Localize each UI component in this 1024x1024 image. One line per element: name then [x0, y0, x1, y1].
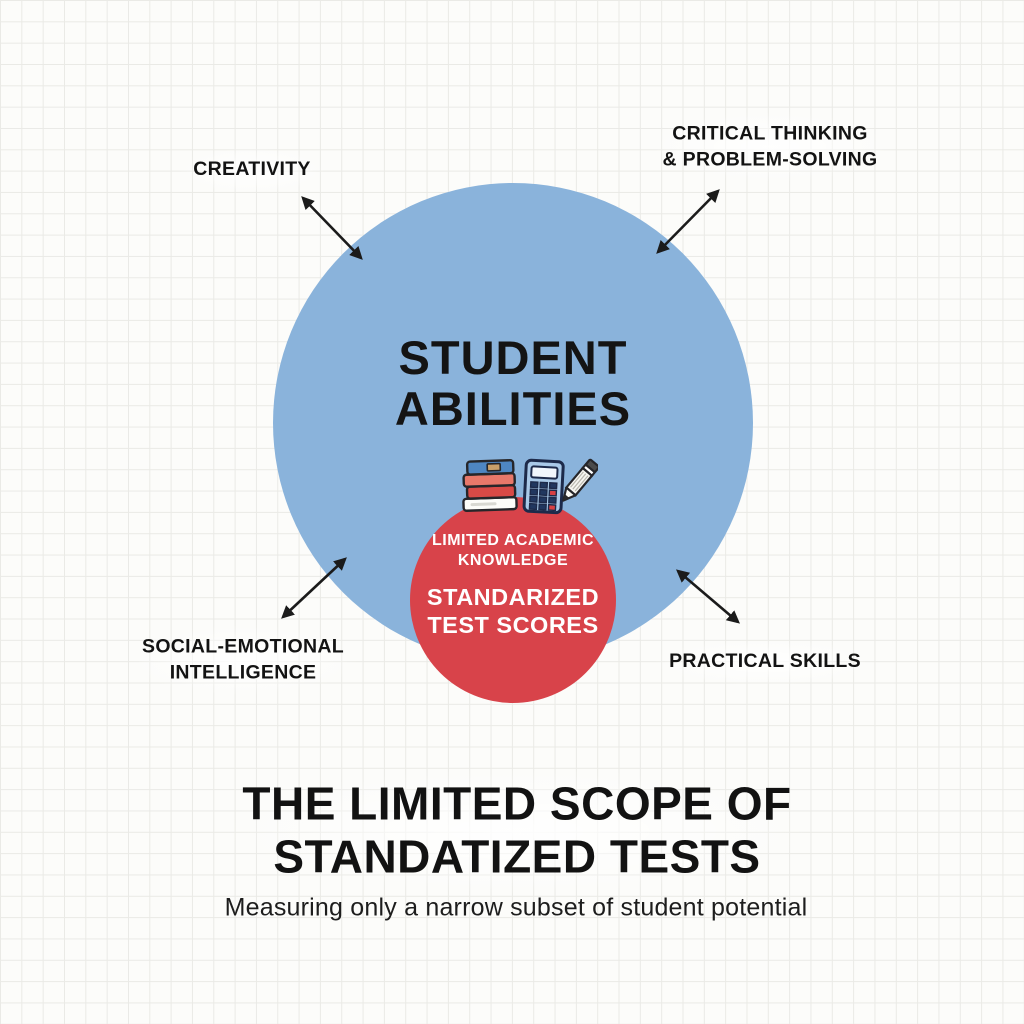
limited-knowledge-line1: LIMITED ACADEMIC — [431, 532, 595, 549]
label-social-emotional: SOCIAL-EMOTIONAL INTELLIGENCE — [126, 624, 360, 696]
label-practical-skills: PRACTICAL SKILLS — [653, 639, 877, 685]
label-creativity-text: CREATIVITY — [193, 158, 311, 181]
test-scores-circle: LIMITED ACADEMIC KNOWLEDGE STANDARIZED T… — [410, 497, 616, 703]
standardized-scores-line2: TEST SCORES — [427, 611, 599, 638]
label-critical-thinking-line1: CRITICAL THINKING — [672, 122, 868, 145]
poster-title: THE LIMITED SCOPE OF STANDATIZED TESTS — [218, 767, 816, 895]
label-social-emotional-line2: INTELLIGENCE — [169, 661, 317, 683]
calculator-icon — [522, 458, 565, 515]
poster-subtitle: Measuring only a narrow subset of studen… — [224, 893, 808, 922]
standardized-scores-line1: STANDARIZED — [426, 584, 600, 610]
pencil-icon — [562, 458, 598, 502]
student-abilities-line2: ABILITIES — [394, 381, 632, 435]
books-icon — [462, 459, 518, 512]
limited-knowledge-line2: KNOWLEDGE — [457, 552, 569, 569]
poster-title-line2: STANDATIZED TESTS — [273, 831, 761, 883]
label-critical-thinking-line2: & PROBLEM-SOLVING — [662, 148, 878, 170]
study-materials-icon — [462, 458, 598, 515]
label-critical-thinking: CRITICAL THINKING & PROBLEM-SOLVING — [646, 111, 894, 183]
poster-title-line1: THE LIMITED SCOPE OF — [242, 777, 792, 830]
student-abilities-line1: STUDENT — [398, 331, 628, 384]
student-abilities-label: STUDENT ABILITIES — [273, 331, 753, 435]
limited-knowledge-label: LIMITED ACADEMIC KNOWLEDGE — [410, 531, 616, 571]
label-creativity: CREATIVITY — [177, 147, 327, 193]
label-practical-skills-text: PRACTICAL SKILLS — [669, 650, 861, 673]
standardized-scores-label: STANDARIZED TEST SCORES — [410, 584, 616, 639]
label-social-emotional-line1: SOCIAL-EMOTIONAL — [142, 635, 344, 658]
